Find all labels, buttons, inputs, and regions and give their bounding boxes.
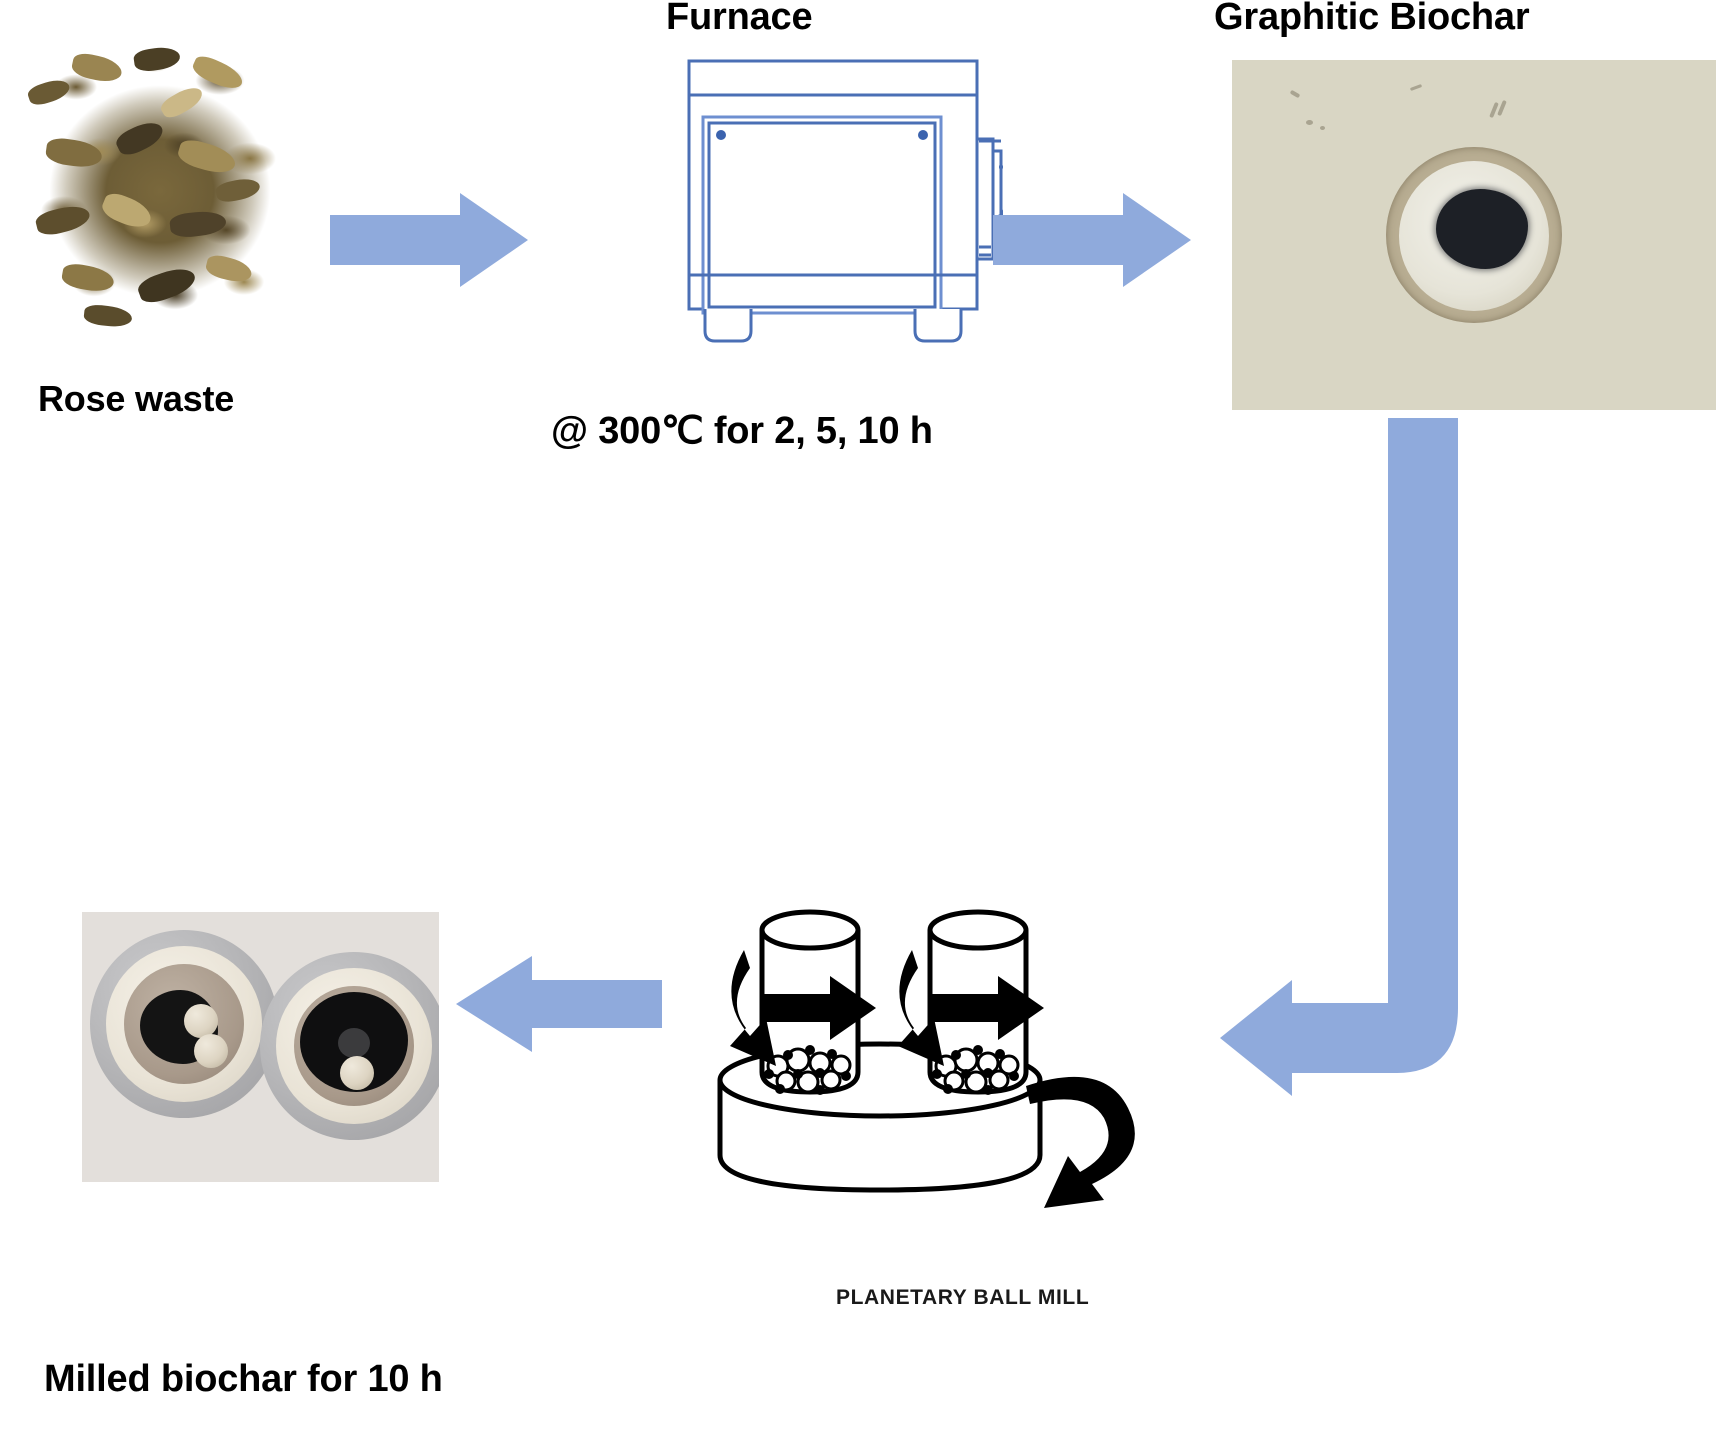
photo-artifact <box>1497 99 1507 117</box>
milled-biochar-label: Milled biochar for 10 h <box>44 1358 443 1400</box>
photo-artifact <box>1306 120 1313 125</box>
photo-artifact <box>1409 84 1423 91</box>
grinding-ball <box>194 1034 228 1068</box>
graphitic-biochar-image <box>1232 60 1716 410</box>
arrow-rose-to-furnace-icon <box>330 193 528 287</box>
rose-waste-texture <box>10 22 310 347</box>
graphitic-biochar-sample <box>1436 189 1528 269</box>
arrow-ballmill-to-milled-icon <box>456 956 662 1052</box>
arrow-biochar-to-ballmill-icon <box>1220 418 1458 1096</box>
photo-artifact <box>1489 101 1499 119</box>
rose-waste-image <box>10 22 310 347</box>
arrow-furnace-to-biochar-icon <box>993 193 1191 287</box>
grinding-ball <box>184 1004 218 1038</box>
planetary-ball-mill-label: PLANETARY BALL MILL <box>836 1286 1090 1309</box>
grinding-ball <box>340 1056 374 1090</box>
furnace-condition-label: @ 300℃ for 2, 5, 10 h <box>551 410 933 452</box>
rose-waste-label: Rose waste <box>38 378 235 419</box>
milled-biochar-image <box>82 912 439 1182</box>
planetary-ball-mill-icon <box>717 909 1135 1208</box>
photo-artifact <box>1320 126 1325 130</box>
photo-artifact <box>1289 89 1301 99</box>
furnace-title: Furnace <box>666 0 813 38</box>
furnace-icon <box>687 59 1003 343</box>
grinding-ball-shadowed <box>338 1028 370 1058</box>
graphitic-biochar-title: Graphitic Biochar <box>1214 0 1530 38</box>
